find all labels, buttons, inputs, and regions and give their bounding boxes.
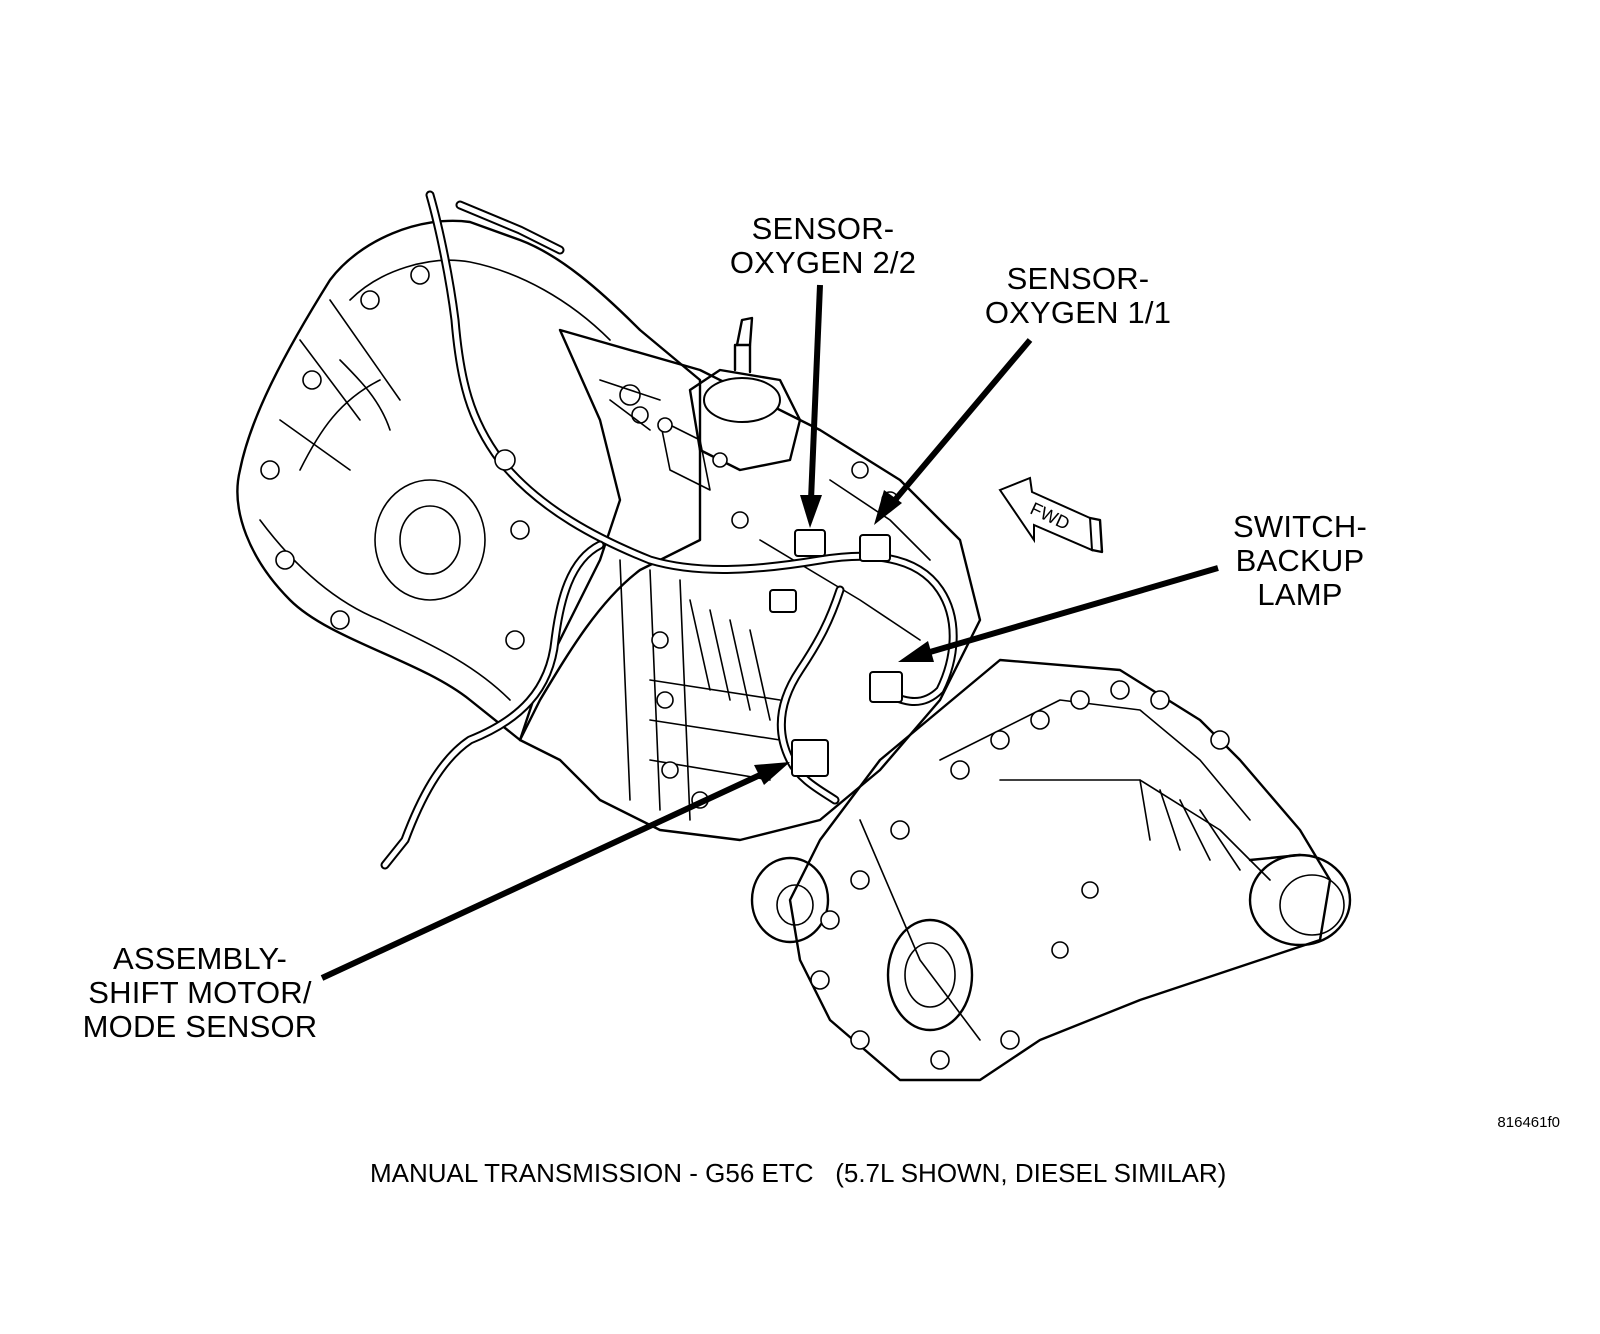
- leader-shift-motor: [320, 762, 790, 981]
- forward-direction-arrow: FWD: [998, 476, 1104, 554]
- leader-backup-lamp: [898, 565, 1219, 662]
- callout-shift-motor-mode-sensor: ASSEMBLY- SHIFT MOTOR/ MODE SENSOR: [82, 941, 318, 1044]
- shifter-tower: [599, 316, 802, 491]
- bell-housing: [236, 219, 702, 742]
- callout-sensor-oxygen-1-1: SENSOR- OXYGEN 1/1: [984, 261, 1172, 330]
- leader-oxygen-2-2: [800, 284, 823, 528]
- callout-sensor-oxygen-2-2: SENSOR- OXYGEN 2/2: [729, 211, 917, 280]
- transfer-case: [750, 658, 1352, 1082]
- leader-oxygen-1-1: [874, 338, 1033, 525]
- transmission-case: [518, 328, 982, 842]
- figure-id: 816461f0: [1497, 1114, 1560, 1131]
- callout-switch-backup-lamp: SWITCH- BACKUP LAMP: [1233, 509, 1367, 612]
- wiring-harness: [380, 190, 958, 870]
- figure-caption: MANUAL TRANSMISSION - G56 ETC (5.7L SHOW…: [370, 1158, 1227, 1188]
